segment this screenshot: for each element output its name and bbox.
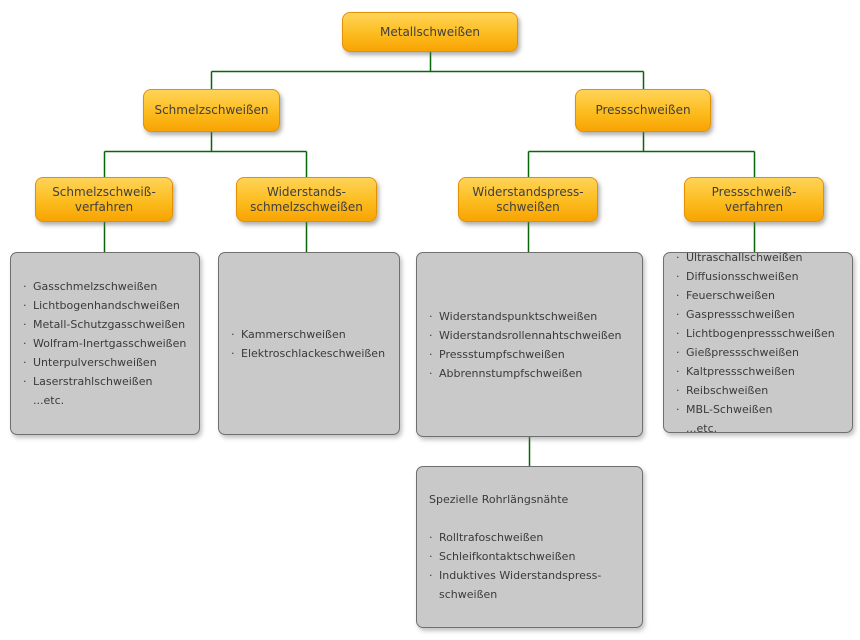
connector-root-to-level2	[210, 52, 645, 89]
list-item: · Kaltpressschweißen	[676, 362, 840, 381]
list-item-text: ...etc.	[686, 421, 718, 435]
bullet-dot: ·	[676, 383, 680, 397]
list-item: ...etc.	[676, 419, 840, 438]
node-schmelzschweissen: Schmelzschweißen	[143, 89, 280, 132]
list-item: · Induktives Widerstandspress- schweißen	[429, 566, 630, 604]
list-item: · Pressstumpfschweißen	[429, 345, 630, 364]
bullet-dot: ·	[23, 318, 27, 331]
node-schmelzschweissverfahren: Schmelzschweiß- verfahren	[35, 177, 173, 222]
bullet-dot: ·	[676, 288, 680, 302]
bullet-dot: ·	[429, 366, 433, 380]
node-widerstandsschmelzschweissen: Widerstands- schmelzschweißen	[236, 177, 377, 222]
bullet-dot	[676, 419, 686, 438]
leaf-pressschweissverfahren-list: · Ultraschallschweißen · Diffusionsschweiße…	[663, 251, 853, 435]
list-item-text: Lichtbogenhandschweißen	[33, 299, 180, 312]
list-item-text: Feuerschweißen	[686, 288, 775, 302]
leaf-item-container: · Rolltrafoschweißen · Schleifkontaktschwei…	[429, 528, 630, 604]
bullet-dot: ·	[429, 569, 433, 582]
list-item: · Reibschweißen	[676, 381, 840, 400]
node-widerstandspressschweissen: Widerstandspress- schweißen	[458, 177, 598, 222]
list-item-text: MBL-Schweißen	[686, 402, 773, 416]
list-item: · Gießpressschweißen	[676, 343, 840, 362]
list-item-text: Gaspressschweißen	[686, 307, 795, 321]
bullet-dot: ·	[676, 402, 680, 416]
list-item: · Metall-Schutzgasschweißen	[23, 315, 187, 334]
list-item-text: Wolfram-Inertgasschweißen	[33, 337, 187, 350]
bullet-dot: ·	[676, 364, 680, 378]
list-item-text: Induktives Widerstandspress- schweißen	[439, 569, 602, 601]
bullet-dot: ·	[429, 347, 433, 361]
list-item-text: Pressstumpfschweißen	[439, 347, 565, 361]
list-item: · Elektroschlackeschweißen	[231, 344, 387, 363]
list-item-text: Widerstandspunktschweißen	[439, 309, 598, 323]
list-item-text: Ultraschallschweißen	[686, 250, 803, 264]
list-item-text: Widerstandsrollennahtschweißen	[439, 328, 622, 342]
bullet-dot: ·	[23, 356, 27, 369]
connector-press-to-children	[527, 132, 756, 177]
bullet-dot: ·	[676, 307, 680, 321]
list-item: · Unterpulverschweißen	[23, 353, 187, 372]
list-item: · Widerstandspunktschweißen	[429, 307, 630, 326]
list-item-text: Gießpressschweißen	[686, 345, 800, 359]
connector-level3-to-leaves	[103, 222, 756, 252]
bullet-dot	[23, 391, 33, 410]
list-item-text: Diffusionsschweißen	[686, 269, 799, 283]
list-item-text: Metall-Schutzgasschweißen	[33, 318, 186, 331]
list-item-text: Schleifkontaktschweißen	[439, 550, 576, 563]
list-item: · MBL-Schweißen	[676, 400, 840, 419]
list-item: · Gaspressschweißen	[676, 305, 840, 324]
list-item: · Lichtbogenhandschweißen	[23, 296, 187, 315]
bullet-dot: ·	[429, 328, 433, 342]
bullet-dot: ·	[429, 309, 433, 323]
list-item-text: Rolltrafoschweißen	[439, 531, 544, 544]
list-item-text: ...etc.	[33, 394, 65, 407]
list-item: · Diffusionsschweißen	[676, 267, 840, 286]
list-item-text: Lichtbogenpressschweißen	[686, 326, 835, 340]
list-item-text: Reibschweißen	[686, 383, 769, 397]
bullet-dot: ·	[676, 326, 680, 340]
list-item: · Schleifkontaktschweißen	[429, 547, 630, 566]
list-item-text: Unterpulverschweißen	[33, 356, 157, 369]
list-item-text: Kammerschweißen	[241, 327, 346, 341]
leaf-widerstandsschmelzschweissen-list: · Kammerschweißen · Elektroschlackeschweiße…	[218, 252, 400, 435]
bullet-dot: ·	[676, 269, 680, 283]
bullet-dot: ·	[676, 250, 680, 264]
bullet-dot: ·	[676, 345, 680, 359]
list-item: · Rolltrafoschweißen	[429, 528, 630, 547]
list-item: ...etc.	[23, 391, 187, 410]
bullet-dot: ·	[231, 327, 235, 341]
list-item-text: Elektroschlackeschweißen	[241, 346, 386, 360]
list-item: · Lichtbogenpressschweißen	[676, 324, 840, 343]
list-item: · Widerstandsrollennahtschweißen	[429, 326, 630, 345]
list-item: · Feuerschweißen	[676, 286, 840, 305]
bullet-dot: ·	[23, 375, 27, 388]
bullet-dot: ·	[429, 531, 433, 544]
list-item: · Gasschmelzschweißen	[23, 277, 187, 296]
node-pressschweissen: Pressschweißen	[575, 89, 711, 132]
list-item: · Abbrennstumpfschweißen	[429, 364, 630, 383]
leaf-title: Spezielle Rohrlängsnähte	[429, 493, 569, 506]
list-item: · Kammerschweißen	[231, 325, 387, 344]
list-item: · Ultraschallschweißen	[676, 248, 840, 267]
list-item-text: Laserstrahlschweißen	[33, 375, 153, 388]
bullet-dot: ·	[429, 550, 433, 563]
list-item: · Wolfram-Inertgasschweißen	[23, 334, 187, 353]
list-item: · Laserstrahlschweißen	[23, 372, 187, 391]
list-item-text: Gasschmelzschweißen	[33, 280, 158, 293]
node-pressschweissverfahren: Pressschweiß- verfahren	[684, 177, 824, 222]
bullet-dot: ·	[23, 299, 27, 312]
node-metallschweissen: Metallschweißen	[342, 12, 518, 52]
list-item-text: Kaltpressschweißen	[686, 364, 795, 378]
bullet-dot: ·	[23, 280, 27, 293]
connector-schmelz-to-children	[103, 132, 308, 177]
leaf-widerstandspressschweissen-list: · Widerstandspunktschweißen · Widerstandsro…	[416, 252, 643, 437]
leaf-spezielle-rohrlaengsnaehte: Spezielle Rohrlängsnähte · Rolltrafoschwe…	[416, 466, 643, 628]
bullet-dot: ·	[231, 346, 235, 360]
list-item-text: Abbrennstumpfschweißen	[439, 366, 583, 380]
bullet-dot: ·	[23, 337, 27, 350]
leaf-schmelzschweissverfahren-list: · Gasschmelzschweißen · Lichtbogenhandschwe…	[10, 252, 200, 435]
